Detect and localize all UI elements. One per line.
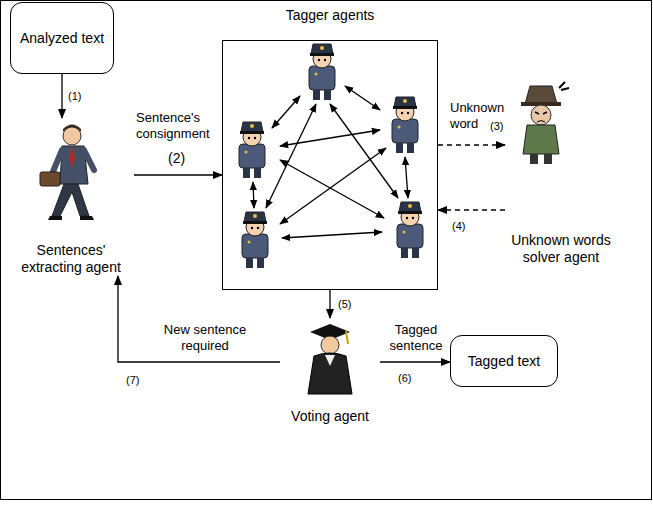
callout-number: (7): [126, 372, 156, 388]
agent-node: Voting agent: [280, 318, 380, 425]
voting-agent-figure: [308, 324, 352, 394]
connector-label: (5): [338, 296, 368, 312]
callout-number: (6): [398, 370, 428, 386]
node-label: Analyzed text: [20, 30, 104, 47]
connector-label: (1): [68, 88, 98, 104]
output-box: Tagged text: [450, 335, 558, 387]
connector-label: New sentence required: [150, 322, 260, 354]
agent-node: Unknown words solver agent: [505, 88, 617, 266]
connector-label: (4): [452, 218, 482, 234]
node-label: Voting agent: [291, 408, 369, 425]
node-label: Unknown words solver agent: [507, 232, 615, 266]
agent-node: Sentences' extracting agent: [8, 118, 134, 276]
flow-arrow: [380, 361, 450, 362]
flow-arrow: [329, 290, 330, 318]
flow-arrow: [438, 209, 505, 210]
node-label: Sentences' extracting agent: [10, 242, 132, 276]
callout-number: (3): [490, 118, 514, 134]
flow-arrow: [61, 74, 62, 118]
group-title: Tagger agents: [223, 7, 437, 24]
connector-label: Tagged sentence: [383, 322, 449, 354]
agent-links: [253, 86, 408, 238]
tagger-agent-figures: [239, 44, 423, 268]
input-box: Analyzed text: [10, 2, 114, 74]
solver-agent-figure: [521, 82, 569, 164]
flow-arrow: [134, 174, 222, 175]
node-label: Tagged text: [468, 353, 540, 370]
flow-arrow: [438, 144, 505, 145]
callout-number: (2): [168, 150, 198, 166]
agent-group-frame: Tagger agents: [222, 40, 438, 290]
connector-label: Sentence's consignment: [136, 110, 220, 142]
extracting-agent-figure: [40, 125, 94, 221]
flow-arrow: [118, 276, 280, 362]
